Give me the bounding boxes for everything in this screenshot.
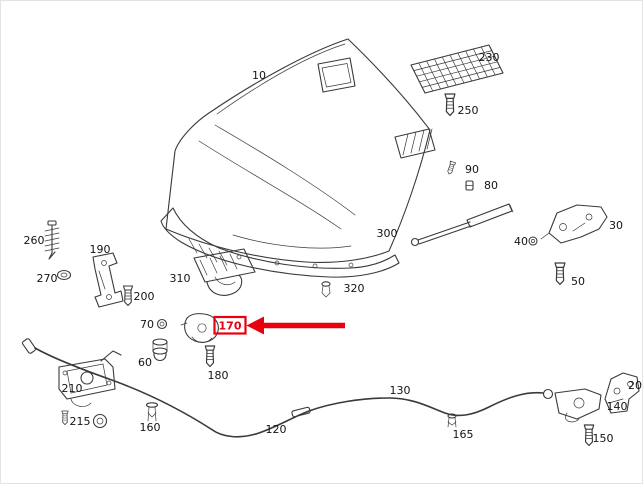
gas-strut-drawing bbox=[410, 203, 514, 247]
part-label-120: 120 bbox=[266, 423, 287, 436]
part-label-200: 200 bbox=[134, 290, 155, 303]
clip-160-drawing bbox=[145, 402, 159, 422]
ring-215-drawing bbox=[92, 413, 108, 429]
highlight-box bbox=[213, 315, 247, 335]
safety-catch-310-drawing bbox=[193, 248, 256, 296]
clip-165-drawing bbox=[447, 413, 457, 428]
washer-70-drawing bbox=[156, 318, 168, 330]
screw-180-drawing bbox=[204, 345, 216, 368]
screw-200-drawing bbox=[122, 285, 134, 307]
part-label-80: 80 bbox=[484, 179, 498, 192]
part-label-230: 230 bbox=[479, 51, 500, 64]
part-label-190: 190 bbox=[90, 243, 111, 256]
latch-140-drawing bbox=[554, 388, 602, 423]
hinge-left-drawing bbox=[92, 252, 124, 308]
part-labels: 10 230 250 90 80 300 40 30 50 320 310 26… bbox=[24, 51, 643, 445]
screw-215-drawing bbox=[61, 410, 69, 426]
part-label-250: 250 bbox=[458, 104, 479, 117]
part-label-30: 30 bbox=[609, 219, 623, 232]
part-label-160: 160 bbox=[140, 421, 161, 434]
part-label-130: 130 bbox=[390, 384, 411, 397]
part-label-50: 50 bbox=[571, 275, 585, 288]
part-label-310: 310 bbox=[170, 272, 191, 285]
bolt-80-drawing bbox=[465, 180, 474, 191]
grommet-60-drawing bbox=[152, 338, 168, 362]
part-label-90: 90 bbox=[465, 163, 479, 176]
part-label-320: 320 bbox=[344, 282, 365, 295]
part-label-180: 180 bbox=[208, 369, 229, 382]
bolt-90-drawing bbox=[445, 160, 457, 176]
part-label-210: 210 bbox=[62, 382, 83, 395]
seal-270-drawing bbox=[56, 269, 72, 281]
screw-250-drawing bbox=[444, 93, 456, 117]
clip-320-drawing bbox=[321, 281, 331, 298]
part-label-20: 20 bbox=[628, 379, 642, 392]
part-label-40: 40 bbox=[514, 235, 528, 248]
part-label-165: 165 bbox=[453, 428, 474, 441]
part-label-215: 215 bbox=[70, 415, 91, 428]
part-label-140: 140 bbox=[607, 400, 628, 413]
lock-170-drawing bbox=[180, 313, 219, 343]
hood-drawing bbox=[165, 38, 436, 263]
part-label-70: 70 bbox=[140, 318, 154, 331]
highlight-arrow-head bbox=[246, 316, 264, 335]
part-label-170: 170 bbox=[219, 320, 242, 333]
washer-40-drawing bbox=[528, 236, 538, 246]
part-label-150: 150 bbox=[593, 432, 614, 445]
part-label-300: 300 bbox=[377, 227, 398, 240]
spring-260-drawing bbox=[44, 220, 60, 260]
lock-210-drawing bbox=[58, 350, 122, 407]
hood-badge-cutout bbox=[317, 57, 356, 93]
part-label-270: 270 bbox=[37, 272, 58, 285]
hood-underpanel-drawing bbox=[160, 207, 400, 278]
part-label-260: 260 bbox=[24, 234, 45, 247]
release-cable-drawing bbox=[21, 338, 554, 438]
part-label-10: 10 bbox=[252, 69, 266, 82]
vent-grille-drawing bbox=[410, 44, 504, 94]
part-label-60: 60 bbox=[138, 356, 152, 369]
hinge-20-drawing bbox=[604, 372, 640, 414]
hinge-right-drawing bbox=[540, 204, 608, 244]
hood-vent-cutout bbox=[394, 128, 436, 159]
highlight-annotation-170: 170 bbox=[213, 315, 345, 335]
screw-50-drawing bbox=[554, 262, 566, 286]
